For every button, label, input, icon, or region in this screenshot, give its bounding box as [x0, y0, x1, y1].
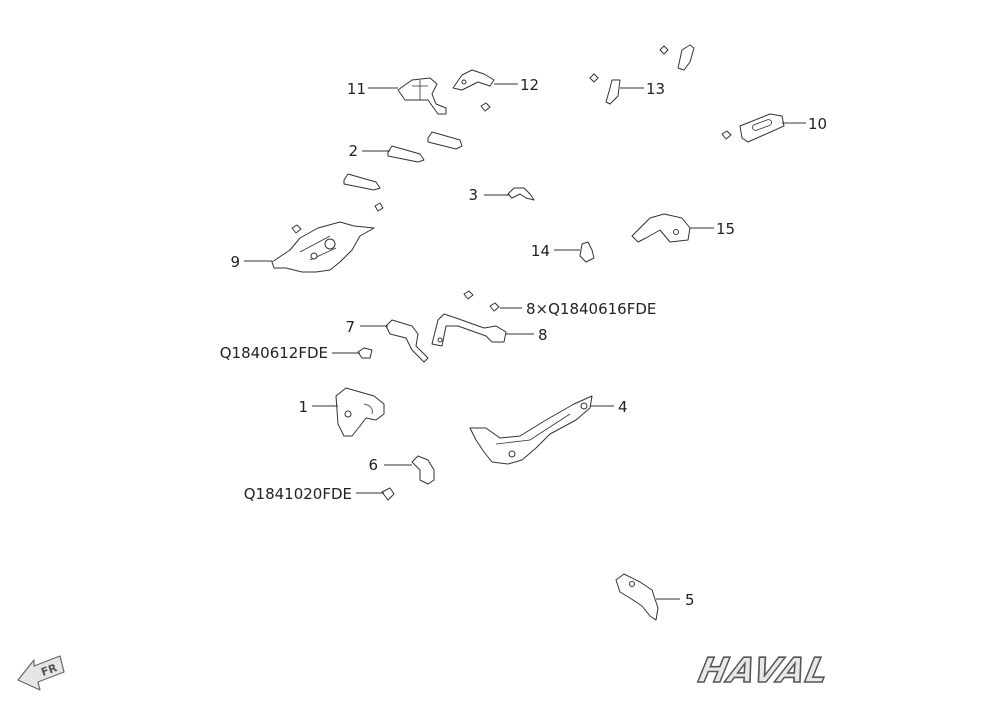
callout-q1841020fde: Q1841020FDE [244, 485, 352, 503]
part-8-bracket [431, 290, 507, 347]
callout-3: 3 [468, 186, 478, 204]
part-1-latch [335, 387, 385, 437]
part-15-bracket [631, 213, 691, 243]
callout-13: 13 [646, 80, 665, 98]
part-9-bracket [271, 221, 375, 273]
haval-logo: HAVAL [694, 651, 833, 692]
callout-5: 5 [685, 591, 695, 609]
part-3-clip [507, 187, 535, 201]
callout-14: 14 [531, 242, 550, 260]
front-direction-arrow-icon: FR [17, 655, 65, 691]
callout-q1840612fde: Q1840612FDE [220, 344, 328, 362]
callout-12: 12 [520, 76, 539, 94]
part-7-bracket [357, 319, 429, 363]
callout-8: 8 [538, 326, 548, 344]
callout-4: 4 [618, 398, 628, 416]
callout-11: 11 [347, 80, 366, 98]
part-6-clip [411, 455, 435, 485]
leader-lines [244, 83, 806, 600]
callout-6: 6 [368, 456, 378, 474]
callout-7: 7 [345, 318, 355, 336]
part-13-bracket [589, 44, 695, 105]
bolt-near-12 [480, 102, 491, 112]
callout-8-bolt: 8×Q1840616FDE [526, 300, 656, 318]
part-5-bracket [615, 573, 659, 621]
callout-labels: 11 12 13 10 2 3 9 14 15 8×Q1840616FDE 7 … [220, 76, 827, 609]
part-12-bracket [452, 69, 495, 91]
bolt-q1841020 [381, 487, 395, 501]
part-2-strips [343, 131, 463, 212]
part-14-clip [579, 241, 595, 263]
part-11-bracket [397, 77, 447, 115]
callout-2: 2 [348, 142, 358, 160]
fr-label: FR [39, 661, 59, 679]
callout-9: 9 [230, 253, 240, 271]
brand-logo-text: HAVAL [695, 651, 833, 691]
callout-15: 15 [716, 220, 735, 238]
part-10-bracket [721, 113, 785, 143]
part-4-long-bracket [469, 395, 593, 465]
callout-10: 10 [808, 115, 827, 133]
callout-1: 1 [298, 398, 308, 416]
